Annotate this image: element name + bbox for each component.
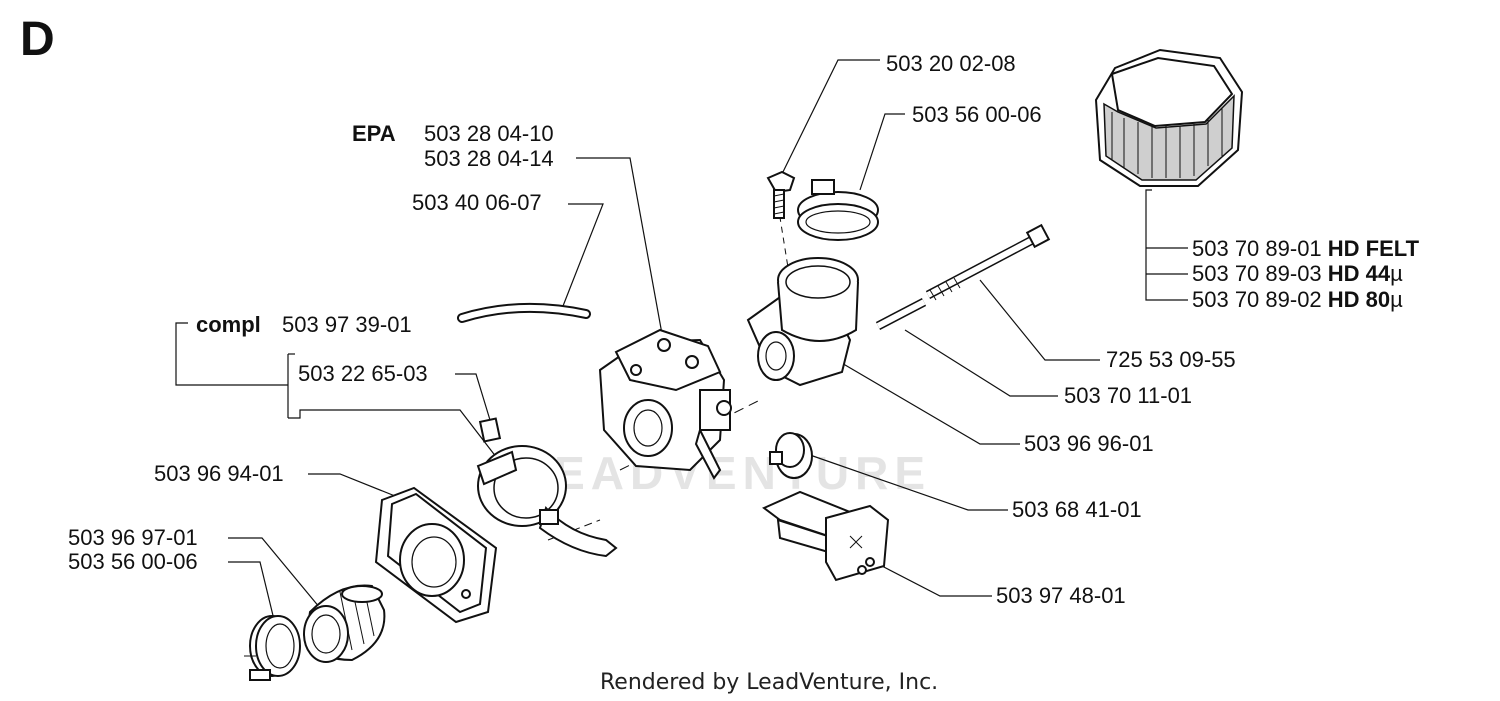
filter-base-plate (374, 486, 498, 624)
hose-clamp-top (797, 179, 879, 241)
carburetor (598, 328, 732, 480)
part-label-503-96-96-01: 503 96 96-01 (1024, 431, 1154, 456)
watermark-text: LEADVENTURE (520, 447, 932, 499)
part-label-503-70-11-01: 503 70 11-01 (1064, 383, 1193, 408)
part-label-503-96-97-01: 503 96 97-01 (68, 525, 198, 550)
clip (478, 417, 502, 443)
part-label-503-68-41-01: 503 68 41-01 (1012, 497, 1142, 522)
part-label-503-22-65-03: 503 22 65-03 (298, 361, 428, 386)
carburetor-bracket (476, 445, 618, 558)
part-number: 503 70 89-02 (1192, 287, 1322, 312)
variant-hd-felt: HD FELT (1327, 236, 1420, 261)
footer-credit: Rendered by LeadVenture, Inc. (600, 670, 939, 695)
epa-label: EPA (352, 121, 396, 146)
part-number: 503 70 89-01 (1192, 236, 1322, 261)
part-label-503-40-06-07: 503 40 06-07 (412, 190, 542, 215)
part-label-503-70-89-02: 503 70 89-02 HD 80µ (1192, 288, 1403, 312)
long-bolt (925, 223, 1051, 301)
fuel-hose (457, 302, 591, 323)
part-label-503-96-94-01: 503 96 94-01 (154, 461, 284, 486)
part-number: 503 70 89-03 (1192, 261, 1322, 286)
part-label-503-70-89-01: 503 70 89-01 HD FELT (1192, 237, 1419, 261)
leader-lines (175, 59, 1188, 629)
part-label-503-97-48-01: 503 97 48-01 (996, 583, 1126, 608)
micron-symbol: µ (1390, 287, 1403, 312)
stud (875, 298, 927, 330)
choke-slide (762, 490, 890, 582)
choke-knob (769, 432, 813, 479)
variant-hd-44: HD 44 (1327, 261, 1391, 286)
section-letter: D (20, 13, 55, 66)
part-label-503-20-02-08: 503 20 02-08 (886, 51, 1016, 76)
compl-label: compl (196, 312, 261, 337)
part-label-503-70-89-03: 503 70 89-03 HD 44µ (1192, 262, 1403, 286)
part-label-503-28-04-10: 503 28 04-10 (424, 121, 554, 146)
intake-manifold (746, 257, 859, 387)
part-label-503-56-00-06-top: 503 56 00-06 (912, 102, 1042, 127)
part-label-725-53-09-55: 725 53 09-55 (1106, 347, 1236, 372)
rubber-boot (303, 584, 386, 663)
part-label-503-56-00-06-bottom: 503 56 00-06 (68, 549, 198, 574)
part-label-503-97-39-01: 503 97 39-01 (282, 312, 412, 337)
variant-hd-80: HD 80 (1327, 287, 1391, 312)
part-label-503-28-04-14: 503 28 04-14 (424, 146, 554, 171)
micron-symbol: µ (1390, 261, 1403, 286)
screw-part (766, 170, 796, 219)
air-filter-element (1094, 48, 1244, 187)
hose-clamp-bottom (244, 615, 301, 681)
